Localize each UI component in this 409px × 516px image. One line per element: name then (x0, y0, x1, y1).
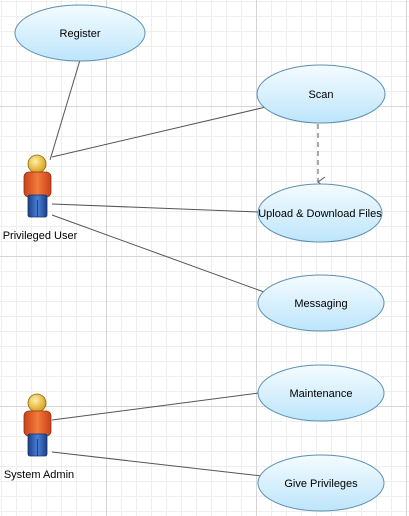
actor-system-admin-label: System Admin (4, 469, 74, 481)
use-case-maintenance[interactable]: Maintenance (257, 364, 385, 422)
use-case-register[interactable]: Register (14, 4, 146, 62)
use-case-upload-download-label: Upload & Download Files (258, 208, 382, 220)
use-case-give-privileges-label: Give Privileges (284, 478, 358, 490)
association-user-messaging[interactable] (51, 214, 265, 293)
use-case-upload-download[interactable]: Upload & Download Files (257, 183, 383, 243)
use-case-messaging-label: Messaging (294, 298, 347, 310)
use-case-maintenance-label: Maintenance (290, 388, 353, 400)
actor-person-icon (23, 393, 52, 457)
association-admin-maintenance[interactable] (51, 392, 260, 421)
use-case-give-privileges[interactable]: Give Privileges (257, 454, 385, 512)
use-case-scan[interactable]: Scan (256, 64, 386, 124)
association-user-upload[interactable] (51, 203, 260, 213)
use-case-register-label: Register (60, 28, 101, 40)
use-case-messaging[interactable]: Messaging (257, 274, 385, 332)
association-user-scan[interactable] (51, 106, 267, 158)
actor-person-icon (23, 154, 52, 218)
association-user-register[interactable] (49, 59, 81, 161)
use-case-scan-label: Scan (308, 89, 333, 101)
actor-privileged-user-label: Privileged User (3, 230, 78, 242)
actor-privileged-user[interactable]: Privileged User (3, 154, 78, 242)
actor-system-admin[interactable]: System Admin (4, 393, 74, 481)
association-admin-give-privileges[interactable] (51, 451, 263, 477)
associations (49, 59, 326, 477)
